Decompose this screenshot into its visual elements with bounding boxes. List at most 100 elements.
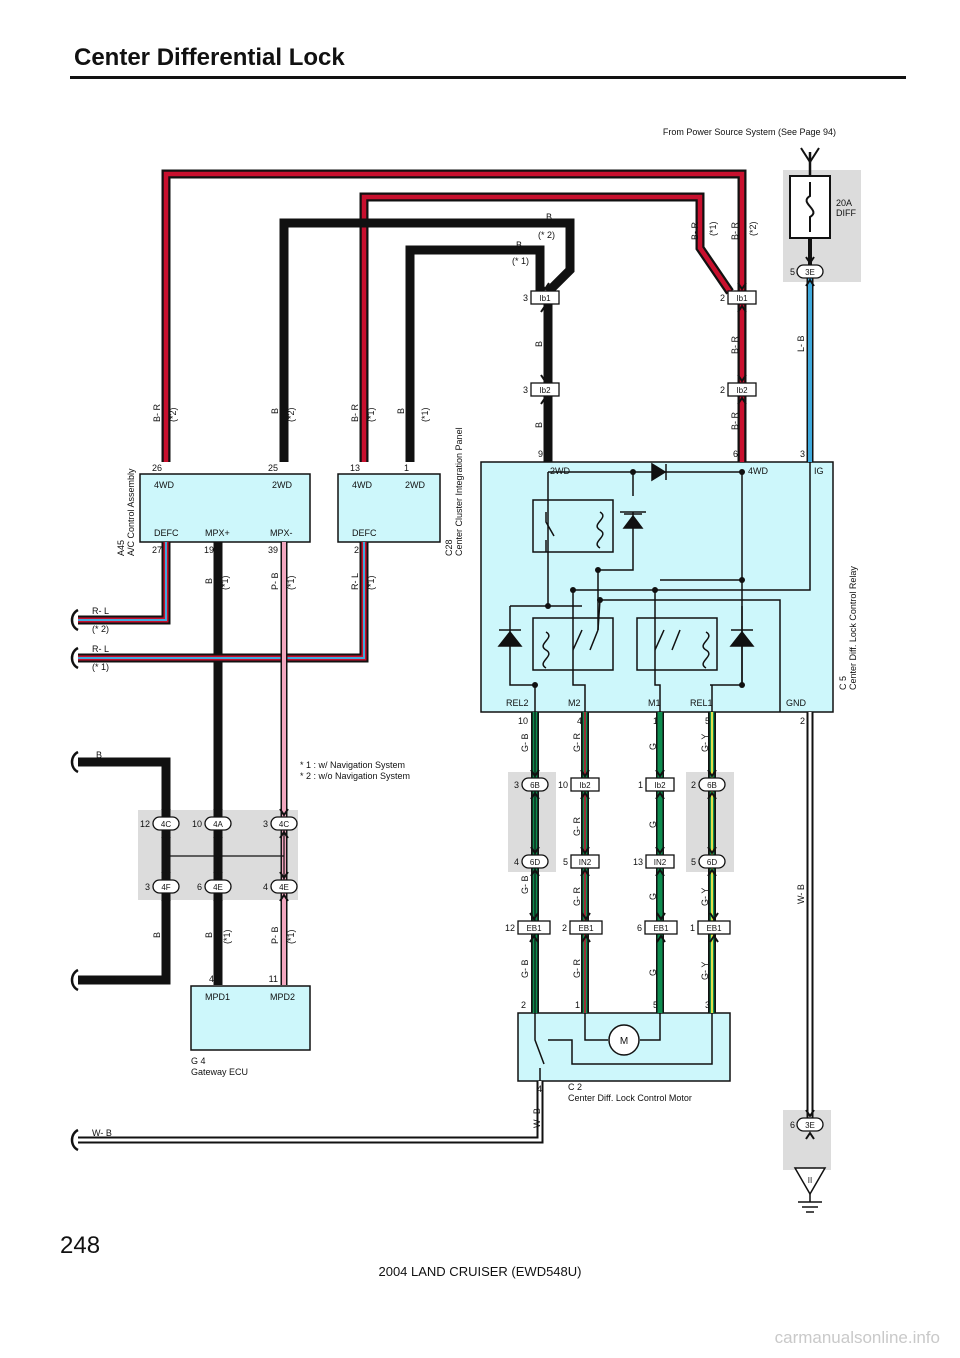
pin: 5 bbox=[653, 1000, 658, 1010]
wire-label: B bbox=[546, 212, 552, 222]
c4-left-label: 4C bbox=[161, 820, 171, 829]
wire-label: B bbox=[534, 341, 544, 347]
wire-label: R- L bbox=[92, 644, 109, 654]
b6-right-label: 6B bbox=[707, 781, 717, 790]
connector-arrow-icon bbox=[279, 808, 289, 839]
wire-label: G- B bbox=[520, 733, 530, 752]
a45-name: A/C Control Assembly bbox=[126, 468, 136, 556]
pin: 4 bbox=[263, 882, 268, 892]
connector-in2-m1 bbox=[645, 854, 675, 869]
connector-arrow-icon bbox=[737, 282, 747, 313]
c5-name: Center Diff. Lock Control Relay bbox=[848, 566, 858, 690]
c5-label-rel1: REL1 bbox=[690, 698, 713, 708]
wire-b-c28-1 bbox=[405, 245, 545, 462]
c4-right-label: 4C bbox=[279, 820, 289, 829]
connector-arrow-icon bbox=[580, 846, 590, 877]
in2-m1-label: IN2 bbox=[654, 858, 667, 867]
watermark: carmanualsonline.info bbox=[774, 1328, 940, 1347]
d6-left-label: 6D bbox=[530, 858, 540, 867]
pin: 11 bbox=[269, 974, 278, 984]
connector-c4-right bbox=[270, 816, 298, 831]
c5-label-2wd: 2WD bbox=[550, 466, 571, 476]
note-1: * 1 : w/ Navigation System bbox=[300, 760, 405, 770]
pin: 2 bbox=[800, 716, 805, 726]
eb1-c-label: EB1 bbox=[653, 924, 669, 933]
ib2-m2-label: Ib2 bbox=[579, 781, 591, 790]
connector-arrow-icon bbox=[213, 808, 223, 839]
connector-arrow-icon bbox=[655, 846, 665, 877]
pin: 1 bbox=[638, 780, 643, 790]
pin: 10 bbox=[518, 716, 528, 726]
pin: 13 bbox=[350, 463, 360, 473]
connector-e4-right bbox=[270, 879, 298, 894]
wire-label: G- B bbox=[520, 959, 530, 978]
c28-label-4wd: 4WD bbox=[352, 480, 373, 490]
fuse-element-icon bbox=[805, 182, 815, 232]
wire-label: B bbox=[534, 422, 544, 428]
note-2: * 2 : w/o Navigation System bbox=[300, 771, 410, 781]
wire-label: G bbox=[648, 893, 658, 900]
wire-label: G- R bbox=[572, 733, 582, 752]
e3-top-label: 3E bbox=[805, 268, 815, 277]
wire-wb-gnd bbox=[78, 712, 814, 1144]
pin: 12 bbox=[505, 923, 515, 933]
pin: 4 bbox=[209, 974, 214, 984]
g4-name: Gateway ECU bbox=[191, 1067, 248, 1077]
wire-label: (*2) bbox=[286, 407, 296, 422]
a45-label-mpxp: MPX+ bbox=[205, 528, 230, 538]
wire-label: (* 1) bbox=[512, 256, 529, 266]
pin: 6 bbox=[790, 1120, 795, 1130]
pin: 27 bbox=[152, 545, 162, 555]
c5-label-rel2: REL2 bbox=[506, 698, 529, 708]
motor-label: M bbox=[620, 1036, 628, 1047]
pin: 6 bbox=[733, 449, 738, 459]
wire-label: W- B bbox=[532, 1108, 542, 1128]
wire-label: (*1) bbox=[286, 929, 296, 944]
connector-ib1-left bbox=[530, 290, 560, 305]
a45-ac-control-assembly bbox=[139, 473, 311, 543]
eb1-b-label: EB1 bbox=[578, 924, 594, 933]
wire-label: R- L bbox=[350, 573, 360, 590]
pin: 1 bbox=[404, 463, 409, 473]
wire-label: (* 1) bbox=[92, 662, 109, 672]
wire-label: G- R bbox=[572, 887, 582, 906]
wire-label: (*1) bbox=[420, 407, 430, 422]
pin: 13 bbox=[633, 857, 643, 867]
wire-label: B bbox=[204, 578, 214, 584]
connector-a4 bbox=[204, 816, 232, 831]
pin: 39 bbox=[268, 545, 278, 555]
c28-label-2wd: 2WD bbox=[405, 480, 426, 490]
wire-label: B- R bbox=[730, 335, 740, 354]
pin: 4 bbox=[514, 857, 519, 867]
wire-label: G bbox=[648, 743, 658, 750]
pin: 1 bbox=[690, 923, 695, 933]
ground-label: II bbox=[808, 1176, 812, 1185]
c28-name: Center Cluster Integration Panel bbox=[454, 427, 464, 556]
connector-arrow-icon bbox=[737, 374, 747, 405]
connector-arrow-icon bbox=[580, 769, 590, 800]
power-source-note: From Power Source System (See Page 94) bbox=[663, 127, 836, 137]
in2-m2-label: IN2 bbox=[579, 858, 592, 867]
c5-label-m1: M1 bbox=[648, 698, 661, 708]
wire-label: B- R bbox=[730, 411, 740, 430]
connector-arrow-icon bbox=[581, 912, 591, 943]
wire-label: B bbox=[516, 240, 522, 250]
pin: 10 bbox=[192, 819, 202, 829]
page-title: Center Differential Lock bbox=[74, 44, 345, 71]
pin: 10 bbox=[558, 780, 568, 790]
connector-ib1-right bbox=[727, 290, 757, 305]
connector-arrow-icon bbox=[656, 912, 666, 943]
g4-gateway-ecu bbox=[190, 985, 311, 1051]
b6-left-label: 6B bbox=[530, 781, 540, 790]
pin: 3 bbox=[523, 385, 528, 395]
pin: 19 bbox=[204, 545, 214, 555]
pin: 5 bbox=[705, 716, 710, 726]
c5-label-ig: IG bbox=[814, 466, 824, 476]
connector-arrow-icon bbox=[540, 282, 550, 313]
motor-icon bbox=[608, 1024, 640, 1056]
connector-e3-top bbox=[796, 264, 824, 279]
c5-junction-dots bbox=[532, 469, 745, 688]
c28-code: C28 bbox=[444, 539, 454, 556]
connector-arrow-icon bbox=[279, 871, 289, 902]
